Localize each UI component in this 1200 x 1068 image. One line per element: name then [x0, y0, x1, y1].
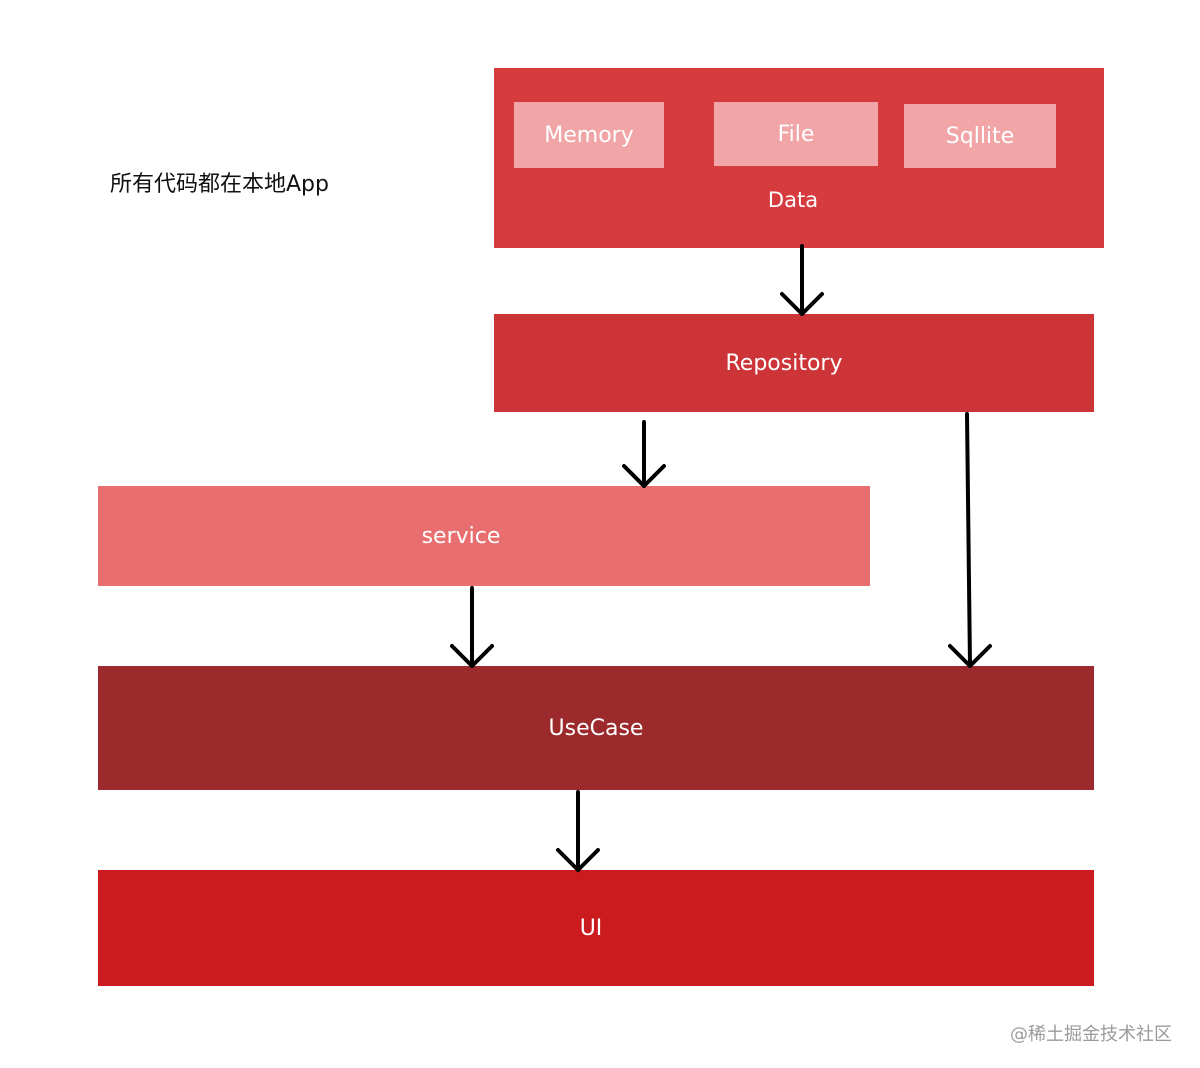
watermark-text: @稀土掘金技术社区	[1010, 1024, 1172, 1045]
usecase-box: UseCase	[98, 666, 1094, 790]
data-layer-box: Memory File Sqllite Data	[494, 68, 1104, 248]
store-sqllite: Sqllite	[904, 104, 1056, 168]
ui-box: UI	[98, 870, 1094, 986]
repository-box: Repository	[494, 314, 1094, 412]
store-memory: Memory	[514, 102, 664, 168]
note-text: 所有代码都在本地App	[110, 172, 329, 197]
service-box: service	[98, 486, 870, 586]
store-file: File	[714, 102, 878, 166]
arrow-repository-to-usecase	[948, 412, 992, 668]
arrow-usecase-to-ui	[556, 790, 600, 872]
arrow-service-to-usecase	[450, 586, 494, 668]
data-layer-label: Data	[767, 188, 819, 212]
arrow-repository-to-service	[622, 420, 666, 488]
arrow-data-to-repository	[780, 244, 824, 316]
